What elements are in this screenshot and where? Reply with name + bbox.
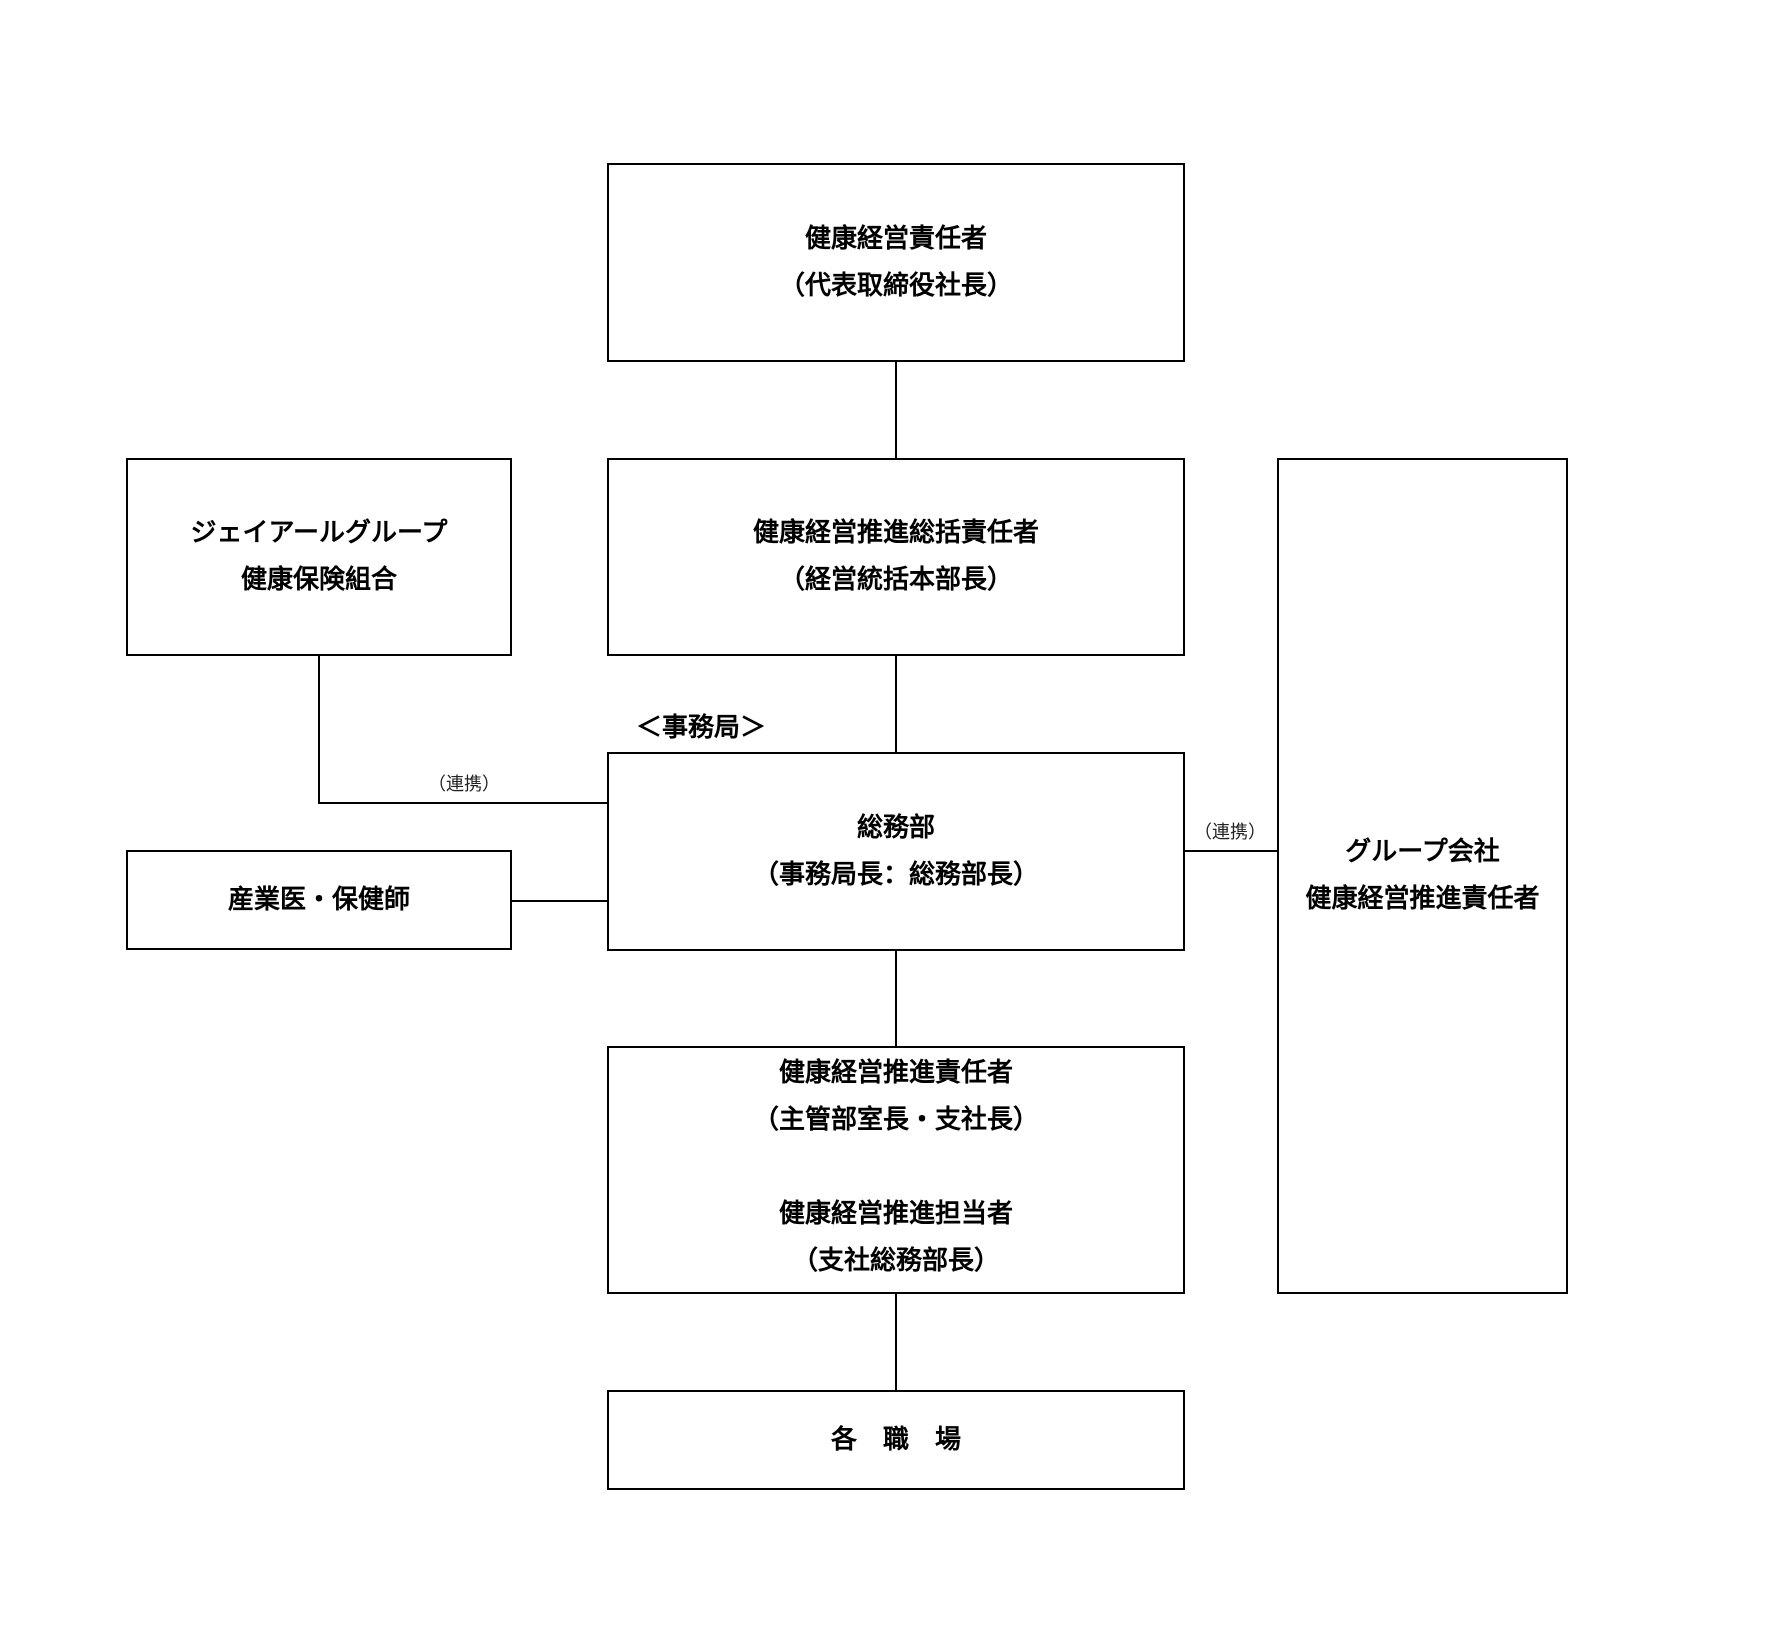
connector-general-affairs-to-promotion-leads [895,949,897,1047]
general-affairs-name: 総務部 [856,812,935,843]
health-insurance-box: ジェイアールグループ 健康保険組合 [126,458,512,656]
general-manager-title: 健康経営推進総括責任者 [752,518,1039,548]
promotion-leads-box: 健康経営推進責任者 （主管部室長・支社長） 健康経営推進担当者 （支社総務部長） [607,1046,1185,1294]
connector-promotion-leads-to-workplaces [895,1293,897,1391]
group-companies-box: グループ会社 健康経営推進責任者 [1277,458,1568,1294]
connector-insurance-to-general-affairs [318,802,608,804]
health-insurance-name: ジェイアールグループ [190,518,448,548]
occupational-health-label: 産業医・保健師 [227,884,410,915]
top-executive-box: 健康経営責任者 （代表取締役社長） [607,163,1185,362]
general-manager-box: 健康経営推進総括責任者 （経営統括本部長） [607,458,1185,656]
connector-top-to-general-manager [895,361,897,459]
connector-general-affairs-to-group-companies [1183,850,1279,852]
general-affairs-box: 総務部 （事務局長：総務部長） [607,752,1185,951]
group-companies-name: グループ会社 [1345,837,1500,867]
general-affairs-role: （事務局長：総務部長） [752,859,1039,890]
group-companies-role: 健康経営推進責任者 [1305,884,1540,914]
promotion-lead-title: 健康経営推進責任者 [778,1058,1013,1088]
top-executive-role: （代表取締役社長） [778,270,1013,301]
connector-occupational-health-to-general-affairs [511,900,608,902]
occupational-health-box: 産業医・保健師 [126,850,512,950]
cooperation-label-left: （連携） [428,774,500,795]
promotion-staff-role: （支社総務部長） [791,1246,1000,1276]
health-insurance-type: 健康保険組合 [240,565,397,595]
general-manager-role: （経営統括本部長） [778,565,1013,595]
connector-general-manager-to-general-affairs [895,655,897,753]
connector-insurance-down [318,655,320,804]
top-executive-title: 健康経営責任者 [804,223,987,254]
workplaces-label: 各職場 [830,1424,987,1455]
cooperation-label-right: （連携） [1194,822,1266,843]
promotion-lead-role: （主管部室長・支社長） [752,1105,1039,1135]
secretariat-label: ＜事務局＞ [636,713,767,743]
workplaces-box: 各職場 [607,1390,1185,1490]
promotion-staff-title: 健康経営推進担当者 [778,1199,1013,1229]
